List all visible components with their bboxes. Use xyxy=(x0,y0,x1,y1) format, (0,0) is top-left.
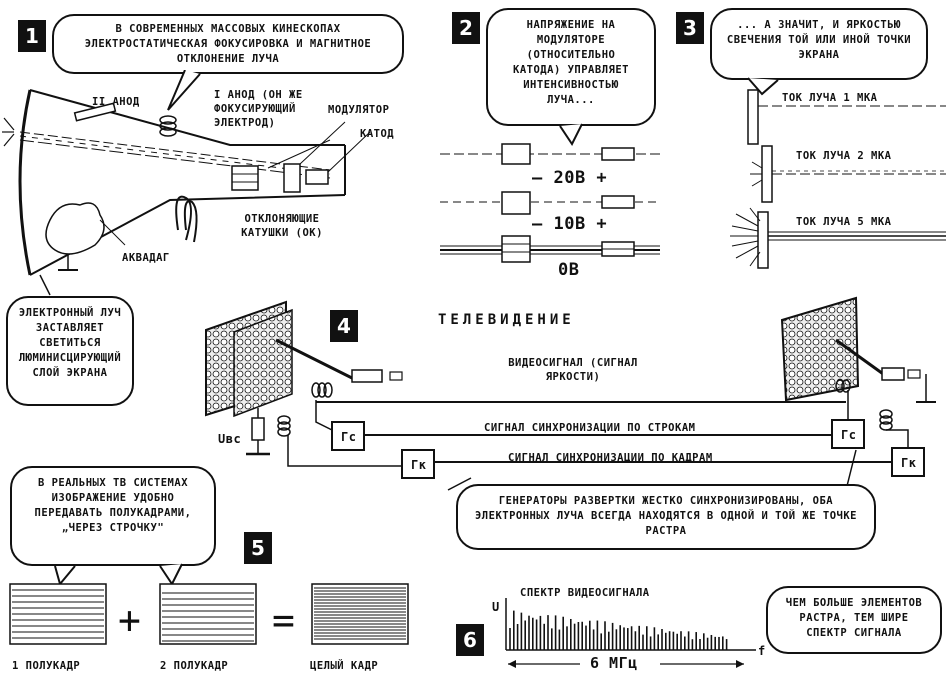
modulator-voltage-diagram xyxy=(440,120,660,290)
panel-2-bubble: НАПРЯЖЕНИЕ НА МОДУЛЯТОРЕ (ОТНОСИТЕЛЬНО К… xyxy=(486,8,656,126)
beam-current-2ua: ТОК ЛУЧА 2 МКА xyxy=(796,150,892,162)
plus-sign: + xyxy=(118,598,141,642)
bandwidth-label: 6 МГц xyxy=(590,654,638,672)
panel-3-number: 3 xyxy=(676,12,704,44)
uvc-label: Uвс xyxy=(218,432,241,446)
aquadag-label: АКВАДАГ xyxy=(122,252,170,264)
beam-current-diagram xyxy=(720,76,946,276)
panel-1-bottom-bubble: ЭЛЕКТРОННЫЙ ЛУЧ ЗАСТАВЛЯЕТ СВЕТИТЬСЯ ЛЮМ… xyxy=(6,296,134,406)
frame-sync-label: СИГНАЛ СИНХРОНИЗАЦИИ ПО КАДРАМ xyxy=(508,452,713,464)
generator-frame-left: Гк xyxy=(411,458,426,472)
generator-line-left: Гс xyxy=(341,430,356,444)
panel-2-number: 2 xyxy=(452,12,480,44)
anode-2-label: II АНОД xyxy=(92,96,140,108)
half-frame-1-label: 1 ПОЛУКАДР xyxy=(12,660,80,672)
half-frame-2-label: 2 ПОЛУКАДР xyxy=(160,660,228,672)
voltage-minus-20: — 20В + xyxy=(532,168,607,188)
beam-current-5ua: ТОК ЛУЧА 5 МКА xyxy=(796,216,892,228)
voltage-zero: 0В xyxy=(558,260,579,280)
cathode-label: КАТОД xyxy=(360,128,394,140)
equals-sign: = xyxy=(272,598,295,642)
panel-1-number: 1 xyxy=(18,20,46,52)
panel-6-number: 6 xyxy=(456,624,484,656)
panel-5-bubble: В РЕАЛЬНЫХ ТВ СИСТЕМАХ ИЗОБРАЖЕНИЕ УДОБН… xyxy=(10,466,216,566)
video-signal-label: ВИДЕОСИГНАЛ (СИГНАЛ ЯРКОСТИ) xyxy=(488,356,658,384)
interlace-diagram xyxy=(0,560,440,650)
panel-3-bubble: ... А ЗНАЧИТ, И ЯРКОСТЬЮ СВЕЧЕНИЯ ТОЙ ИЛ… xyxy=(710,8,928,80)
generator-frame-right: Гк xyxy=(901,456,916,470)
beam-current-1ua: ТОК ЛУЧА 1 МКА xyxy=(782,92,878,104)
panel-4-bubble: ГЕНЕРАТОРЫ РАЗВЕРТКИ ЖЕСТКО СИНХРОНИЗИРО… xyxy=(456,484,876,550)
panel-6-bubble: ЧЕМ БОЛЬШЕ ЭЛЕМЕНТОВ РАСТРА, ТЕМ ШИРЕ СП… xyxy=(766,586,942,654)
anode-1-label: I АНОД (ОН ЖЕ ФОКУСИРУЮЩИЙ ЭЛЕКТРОД) xyxy=(214,88,314,130)
crt-tube-diagram xyxy=(0,70,380,300)
generator-line-right: Гс xyxy=(841,428,856,442)
voltage-minus-10: — 10В + xyxy=(532,214,607,234)
u-axis-label: U xyxy=(492,600,500,614)
full-frame-label: ЦЕЛЫЙ КАДР xyxy=(310,660,378,672)
deflecting-coils-label: ОТКЛОНЯЮЩИЕ КАТУШКИ (ОК) xyxy=(222,212,342,240)
panel-1-top-bubble: В СОВРЕМЕННЫХ МАССОВЫХ КИНЕСКОПАХ ЭЛЕКТР… xyxy=(52,14,404,74)
line-sync-label: СИГНАЛ СИНХРОНИЗАЦИИ ПО СТРОКАМ xyxy=(484,422,695,434)
modulator-label: МОДУЛЯТОР xyxy=(328,104,389,116)
